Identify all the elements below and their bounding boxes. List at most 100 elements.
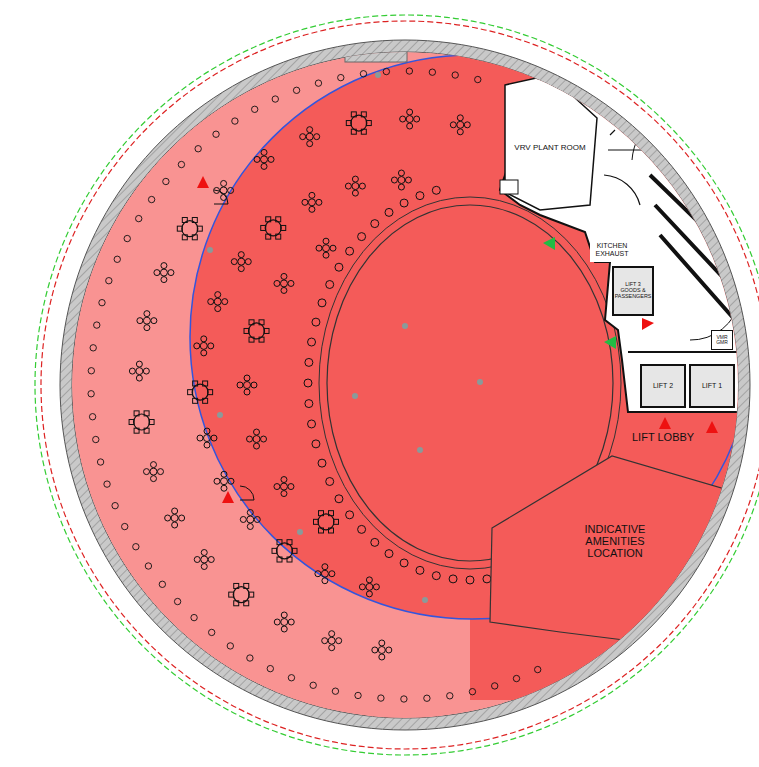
area-label: LIFT LOBBY [632, 431, 694, 443]
site-boundary [35, 15, 759, 755]
hatched-void [345, 30, 407, 62]
round-table [192, 384, 208, 400]
chair [208, 390, 213, 395]
chair [281, 287, 287, 293]
column [452, 72, 458, 78]
chair [259, 320, 264, 325]
column [335, 495, 343, 503]
chair [201, 336, 207, 342]
chair [129, 420, 134, 425]
chair [292, 548, 297, 553]
exit-marker [197, 176, 209, 188]
small-table [143, 317, 150, 324]
chair [237, 382, 243, 388]
chair [221, 485, 227, 491]
chair [144, 325, 150, 331]
column [483, 575, 491, 583]
column [174, 598, 180, 604]
column [305, 400, 313, 408]
chair [254, 443, 260, 449]
column [424, 695, 430, 701]
chair [144, 428, 149, 433]
chair [221, 194, 227, 200]
column [94, 322, 100, 328]
small-table [328, 637, 335, 644]
small-table [398, 177, 405, 184]
sensor-dot [417, 447, 423, 453]
chair [398, 184, 404, 190]
chair [238, 266, 244, 272]
chair [407, 123, 413, 129]
chair [288, 484, 294, 490]
chair [229, 592, 234, 597]
chair [208, 343, 214, 349]
column [416, 192, 424, 200]
chair [366, 121, 371, 126]
chair [309, 206, 315, 212]
chair [457, 129, 463, 135]
chair [366, 577, 372, 583]
sensor-dot [217, 412, 223, 418]
exit-marker [222, 491, 234, 503]
column [305, 358, 313, 366]
small-table [366, 583, 373, 590]
chair [261, 149, 267, 155]
column [272, 96, 278, 102]
sensor-dot [402, 323, 408, 329]
chair [276, 234, 281, 239]
chair [161, 263, 167, 269]
column [133, 544, 139, 550]
column [159, 581, 165, 587]
chair [214, 478, 220, 484]
table-set [300, 127, 320, 147]
small-table [160, 269, 167, 276]
column [104, 481, 110, 487]
chair [197, 435, 203, 441]
chair [150, 476, 156, 482]
table-set [177, 217, 202, 239]
chair [351, 129, 356, 134]
doors [214, 190, 254, 500]
chair [211, 435, 217, 441]
small-table [321, 570, 328, 577]
chair [247, 509, 253, 515]
sensor-dot [352, 393, 358, 399]
column [251, 106, 257, 112]
chair [228, 187, 234, 193]
chair [208, 299, 214, 305]
chair [201, 350, 207, 356]
table-set [346, 112, 371, 134]
chair [137, 318, 143, 324]
round-table [351, 115, 367, 131]
chair [391, 177, 397, 183]
chair [240, 516, 246, 522]
chair [193, 398, 198, 403]
column [429, 69, 435, 75]
chair [319, 511, 324, 516]
chair [143, 368, 149, 374]
chair [268, 156, 274, 162]
small-table [201, 556, 208, 563]
small-table [378, 646, 385, 653]
column [355, 692, 361, 698]
chair [361, 129, 366, 134]
core-walls [604, 130, 690, 205]
small-table [280, 280, 287, 287]
table-set [274, 477, 294, 497]
chair [329, 528, 334, 533]
room-name: INDICATIVE AMENITIES LOCATION [557, 523, 673, 559]
table-set [137, 311, 157, 331]
column [106, 278, 112, 284]
table-set [154, 263, 174, 283]
round-table [233, 587, 249, 603]
chair [259, 337, 264, 342]
chair [361, 112, 366, 117]
chair [204, 428, 210, 434]
column [148, 196, 154, 202]
chair [254, 516, 260, 522]
small-table [150, 468, 157, 475]
table-set [372, 640, 392, 660]
chair [457, 115, 463, 121]
column [332, 688, 338, 694]
column [358, 233, 366, 241]
